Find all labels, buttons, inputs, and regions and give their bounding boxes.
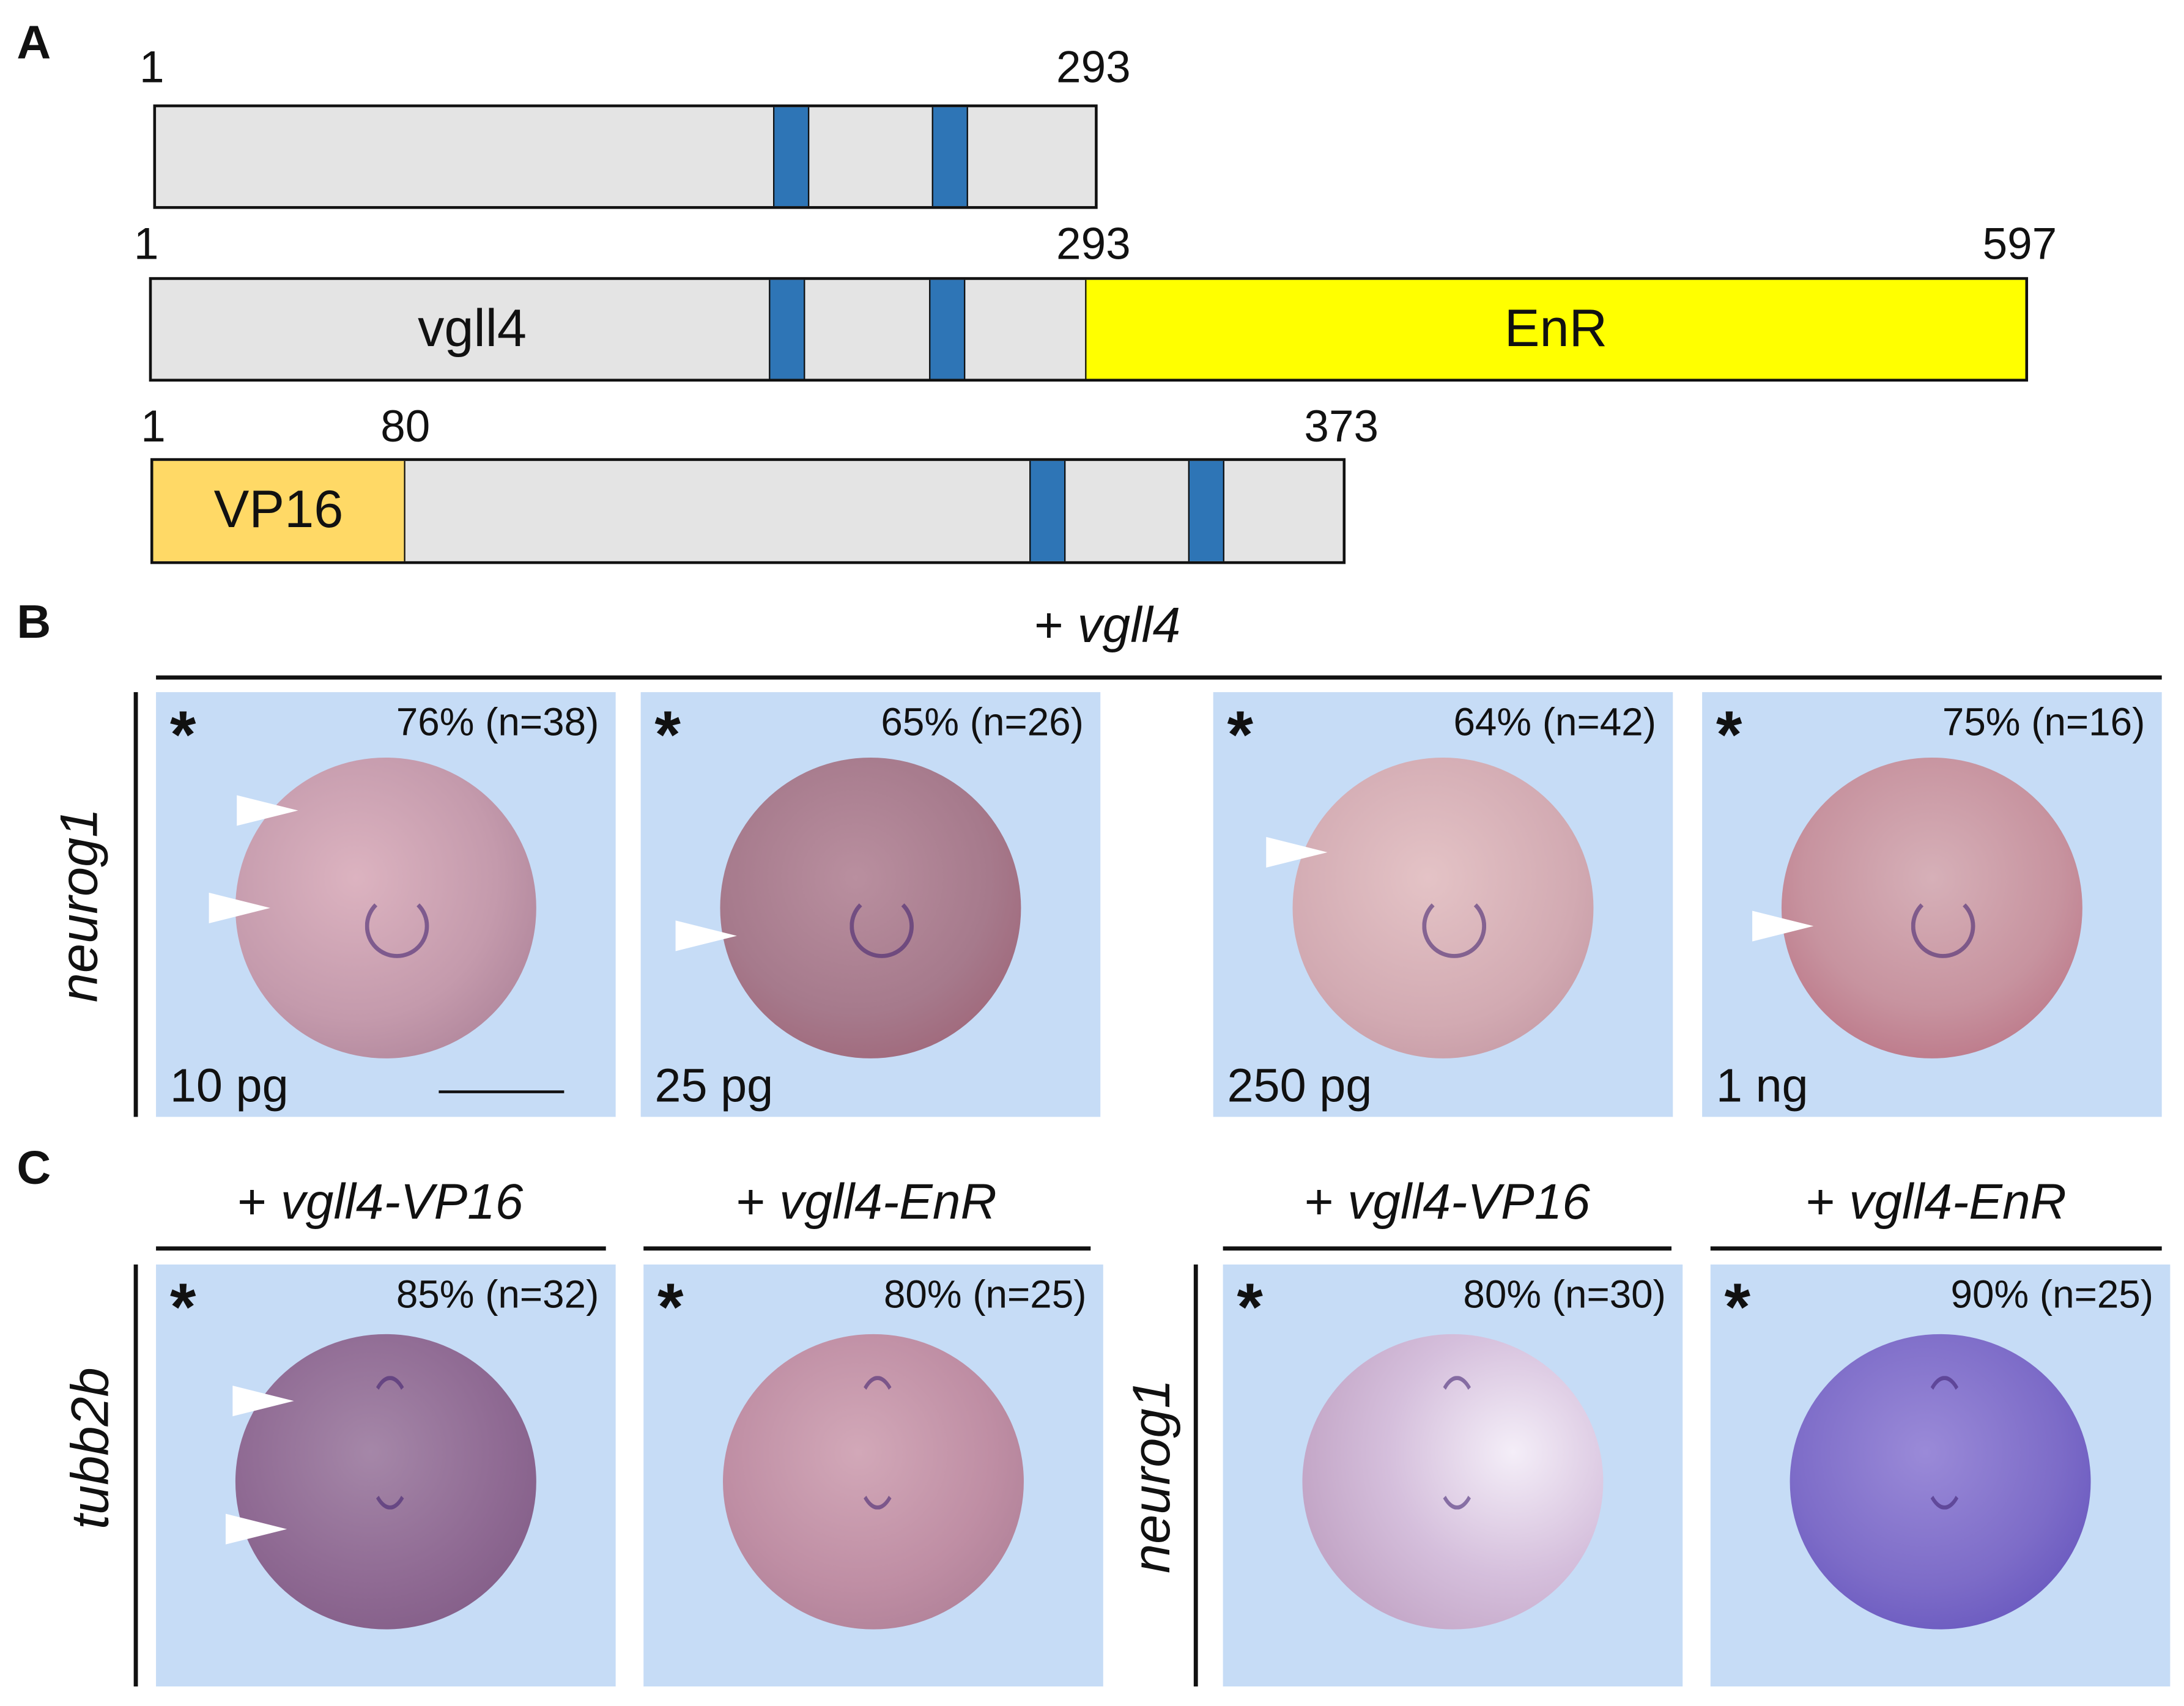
dose-label: 25 pg — [654, 1060, 774, 1113]
dose-label: 10 pg — [169, 1060, 289, 1113]
tick-label: 1 — [133, 218, 159, 269]
tdu-domain — [1029, 460, 1066, 561]
row-bracket — [133, 1264, 138, 1687]
embryo-image: * 90% (n=25) — [1710, 1264, 2171, 1687]
header-prefix: + — [1034, 596, 1078, 654]
percentage-label: 76% (n=38) — [396, 700, 599, 744]
asterisk-marker: * — [1227, 699, 1254, 774]
header-underline — [1710, 1246, 2162, 1251]
tdu-domain — [929, 279, 966, 379]
embryo-image: * 80% (n=30) — [1223, 1264, 1683, 1687]
asterisk-marker: * — [1724, 1271, 1751, 1346]
asterisk-marker: * — [1237, 1271, 1263, 1346]
row-label-neurog1: neurog1 — [1123, 1379, 1182, 1573]
dose-label: 250 pg — [1227, 1060, 1372, 1113]
neural-stripe — [1911, 894, 1975, 958]
tdu-domain — [1188, 460, 1224, 561]
vgll4-label: vgll4 — [418, 299, 527, 358]
tick-label: 293 — [1056, 218, 1131, 269]
panel-b-header: + vgll4 — [1034, 596, 1180, 655]
row-label-neurog1: neurog1 — [51, 808, 109, 1003]
embryo-image: * 80% (n=25) — [643, 1264, 1103, 1687]
percentage-label: 64% (n=42) — [1453, 700, 1656, 744]
arrowhead-icon — [1752, 910, 1814, 942]
header-prefix: + — [237, 1172, 281, 1230]
percentage-label: 85% (n=32) — [396, 1272, 599, 1316]
arrowhead-icon — [237, 795, 298, 826]
neural-stripe — [852, 1376, 903, 1510]
enr-label: EnR — [1504, 299, 1608, 358]
percentage-label: 75% (n=16) — [1942, 700, 2145, 744]
enr-domain: EnR — [1085, 279, 2026, 379]
neural-stripe — [365, 894, 429, 958]
arrowhead-icon — [232, 1386, 294, 1417]
embryo-image: * 65% (n=26) 25 pg — [640, 692, 1101, 1117]
arrowhead-icon — [225, 1513, 287, 1545]
header-gene: vgll4-VP16 — [280, 1172, 524, 1230]
column-header: + vgll4-EnR — [1806, 1173, 2067, 1231]
tdu-domain — [769, 279, 805, 379]
neural-stripe — [1422, 894, 1487, 958]
vp16-label: VP16 — [213, 481, 344, 540]
panel-a-label: A — [17, 17, 51, 70]
tick-label: 293 — [1056, 42, 1131, 92]
asterisk-marker: * — [169, 1271, 196, 1346]
vp16-domain: VP16 — [153, 460, 405, 561]
header-gene: vgll4 — [1077, 596, 1181, 654]
tick-label: 1 — [139, 42, 165, 92]
embryo-image: * 64% (n=42) 250 pg — [1213, 692, 1673, 1117]
construct-vgll4 — [153, 104, 1098, 209]
header-underline — [1223, 1246, 1671, 1251]
embryo-image: * 75% (n=16) 1 ng — [1702, 692, 2162, 1117]
scale-bar — [439, 1090, 565, 1093]
percentage-label: 90% (n=25) — [1950, 1272, 2154, 1316]
asterisk-marker: * — [657, 1271, 684, 1346]
tick-label: 373 — [1304, 401, 1379, 451]
tdu-domain — [773, 107, 810, 207]
percentage-label: 80% (n=25) — [883, 1272, 1087, 1316]
arrowhead-icon — [209, 892, 270, 923]
asterisk-marker: * — [169, 699, 196, 774]
header-prefix: + — [1805, 1172, 1849, 1230]
header-underline — [156, 1246, 606, 1251]
header-gene: vgll4-EnR — [1849, 1172, 2067, 1230]
header-prefix: + — [736, 1172, 780, 1230]
header-underline — [643, 1246, 1091, 1251]
arrowhead-icon — [1266, 836, 1328, 868]
asterisk-marker: * — [654, 699, 681, 774]
column-header: + vgll4-VP16 — [237, 1173, 523, 1231]
header-underline — [156, 675, 2162, 680]
embryo-image: * 76% (n=38) 10 pg — [156, 692, 616, 1117]
neural-stripe — [1432, 1376, 1483, 1510]
panel-c-label: C — [17, 1142, 51, 1195]
neural-stripe — [1919, 1376, 1970, 1510]
row-label-tubb2b: tubb2b — [62, 1367, 121, 1529]
row-bracket — [1193, 1264, 1198, 1687]
row-bracket — [133, 692, 138, 1117]
construct-vgll4-enr: EnR vgll4 — [149, 277, 2029, 382]
tick-label: 80 — [380, 401, 431, 451]
neural-stripe — [365, 1376, 415, 1510]
header-gene: vgll4-VP16 — [1347, 1172, 1590, 1230]
arrowhead-icon — [675, 920, 737, 951]
panel-b-label: B — [17, 596, 51, 649]
embryo-image: * 85% (n=32) — [156, 1264, 616, 1687]
tick-label: 597 — [1982, 218, 2057, 269]
percentage-label: 80% (n=30) — [1463, 1272, 1666, 1316]
dose-label: 1 ng — [1716, 1060, 1808, 1113]
header-prefix: + — [1304, 1172, 1348, 1230]
tick-label: 1 — [141, 401, 166, 451]
neural-stripe — [850, 894, 914, 958]
column-header: + vgll4-EnR — [736, 1173, 997, 1231]
asterisk-marker: * — [1716, 699, 1742, 774]
tdu-domain — [931, 107, 968, 207]
column-header: + vgll4-VP16 — [1305, 1173, 1590, 1231]
construct-vgll4-vp16: VP16 — [150, 458, 1346, 564]
header-gene: vgll4-EnR — [779, 1172, 997, 1230]
percentage-label: 65% (n=26) — [881, 700, 1084, 744]
